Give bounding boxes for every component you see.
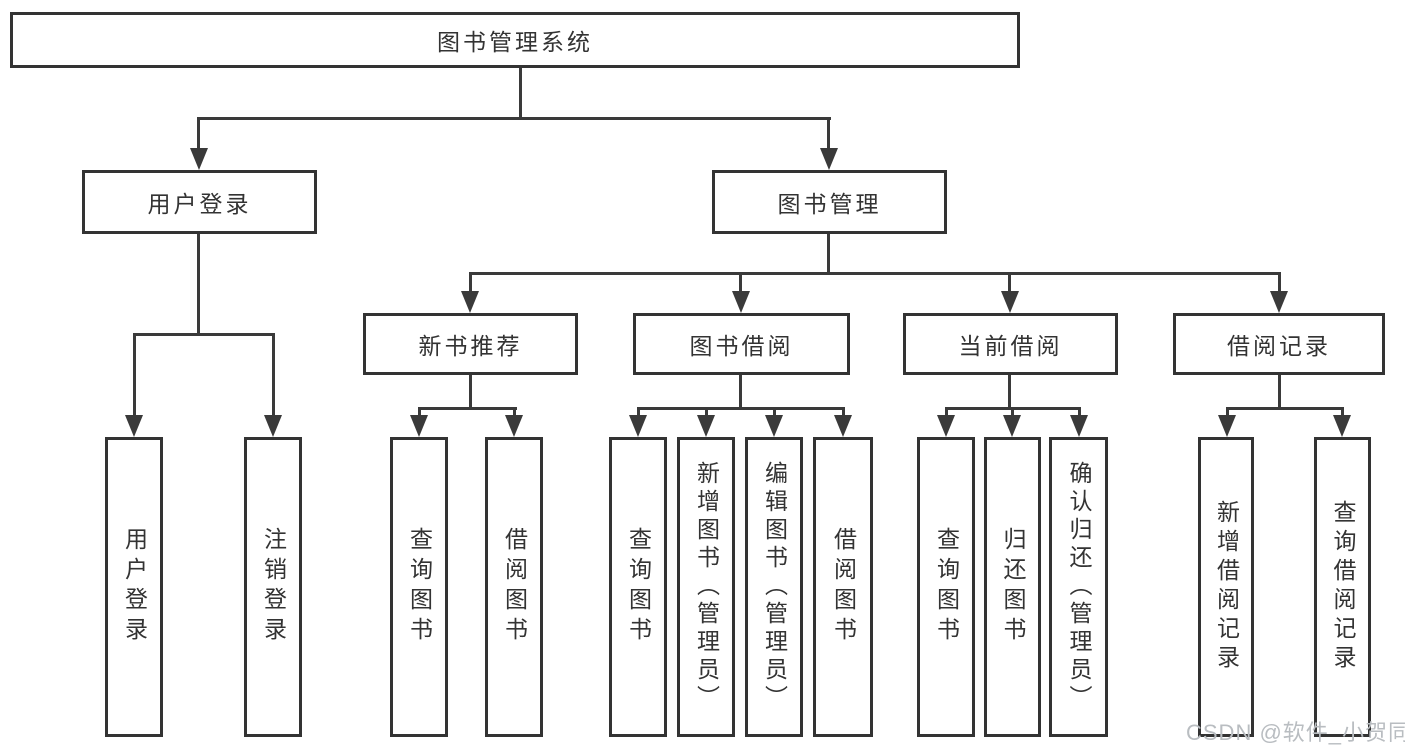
node-label: 查询图书: [406, 527, 433, 647]
arrow-down-icon: [461, 291, 479, 313]
leaf-borrow-books-recommend: 借阅图书: [485, 437, 543, 737]
arrow-down-icon: [190, 148, 208, 170]
connector-line: [1008, 272, 1011, 294]
connector-line: [469, 272, 472, 294]
node-label: 图书管理系统: [437, 29, 593, 55]
leaf-user-login: 用户登录: [105, 437, 163, 737]
node-label: 借阅图书: [830, 527, 857, 647]
node-borrowing-records: 借阅记录: [1173, 313, 1385, 375]
node-current-borrowing: 当前借阅: [903, 313, 1118, 375]
connector-line: [197, 234, 200, 336]
connector-line: [469, 375, 472, 410]
node-book-management: 图书管理: [712, 170, 947, 234]
arrow-down-icon: [1218, 415, 1236, 437]
arrow-down-icon: [125, 415, 143, 437]
leaf-query-books-recommend: 查询图书: [390, 437, 448, 737]
leaf-logout: 注销登录: [244, 437, 302, 737]
connector-line: [1008, 375, 1011, 410]
node-label: 归还图书: [1000, 527, 1026, 647]
connector-line: [418, 407, 517, 410]
leaf-borrow-books-borrowing: 借阅图书: [813, 437, 873, 737]
connector-line: [1226, 407, 1229, 421]
connector-line: [945, 407, 948, 421]
connector-line: [1341, 407, 1344, 421]
node-label: 借阅图书: [501, 527, 528, 647]
node-new-book-recommendation: 新书推荐: [363, 313, 578, 375]
connector-line: [827, 117, 830, 155]
arrow-down-icon: [505, 415, 523, 437]
node-label: 查询图书: [933, 527, 960, 647]
arrow-down-icon: [1333, 415, 1351, 437]
node-library-management-system: 图书管理系统: [10, 12, 1020, 68]
arrow-down-icon: [1003, 415, 1021, 437]
connector-line: [513, 407, 516, 421]
connector-line: [739, 375, 742, 410]
connector-line: [637, 407, 845, 410]
connector-line: [197, 117, 200, 155]
node-label: 当前借阅: [958, 333, 1063, 359]
leaf-add-borrow-record: 新增借阅记录: [1198, 437, 1254, 737]
node-label: 编辑图书（管理员）: [761, 461, 788, 713]
leaf-query-books-borrowing: 查询图书: [609, 437, 667, 737]
connector-line: [469, 272, 1281, 275]
connector-line: [827, 234, 830, 275]
arrow-down-icon: [732, 291, 750, 313]
arrow-down-icon: [264, 415, 282, 437]
connector-line: [842, 407, 845, 421]
node-label: 图书借阅: [689, 333, 794, 359]
connector-line: [272, 333, 275, 419]
connector-line: [133, 333, 136, 419]
arrow-down-icon: [834, 415, 852, 437]
csdn-watermark: CSDN @软件_小贺同学: [1186, 720, 1405, 745]
connector-line: [1278, 375, 1281, 410]
arrow-down-icon: [1070, 415, 1088, 437]
node-label: 新增图书（管理员）: [693, 461, 720, 713]
connector-line: [133, 333, 275, 336]
arrow-down-icon: [820, 148, 838, 170]
connector-line: [705, 407, 708, 421]
arrow-down-icon: [697, 415, 715, 437]
connector-line: [1278, 272, 1281, 294]
node-label: 用户登录: [147, 191, 252, 217]
leaf-add-books-admin: 新增图书（管理员）: [677, 437, 735, 737]
leaf-edit-books-admin: 编辑图书（管理员）: [745, 437, 803, 737]
leaf-return-books: 归还图书: [984, 437, 1041, 737]
leaf-query-borrow-record: 查询借阅记录: [1314, 437, 1371, 737]
node-label: 确认归还（管理员）: [1066, 461, 1092, 713]
connector-line: [197, 117, 831, 120]
node-label: 用户登录: [121, 527, 148, 647]
arrow-down-icon: [1270, 291, 1288, 313]
node-label: 注销登录: [260, 527, 287, 647]
arrow-down-icon: [937, 415, 955, 437]
arrow-down-icon: [1001, 291, 1019, 313]
connector-line: [773, 407, 776, 421]
node-label: 新书推荐: [418, 333, 523, 359]
leaf-query-books-current: 查询图书: [917, 437, 975, 737]
node-label: 查询借阅记录: [1330, 500, 1356, 674]
arrow-down-icon: [765, 415, 783, 437]
connector-line: [739, 272, 742, 294]
connector-line: [1011, 407, 1014, 421]
arrow-down-icon: [629, 415, 647, 437]
node-label: 图书管理: [777, 191, 882, 217]
node-label: 借阅记录: [1227, 333, 1331, 359]
connector-line: [637, 407, 640, 421]
node-book-borrowing: 图书借阅: [633, 313, 850, 375]
arrow-down-icon: [410, 415, 428, 437]
connector-line: [1078, 407, 1081, 421]
node-label: 新增借阅记录: [1213, 500, 1240, 674]
node-label: 查询图书: [625, 527, 652, 647]
connector-line: [519, 68, 522, 120]
connector-line: [418, 407, 421, 421]
node-user-login: 用户登录: [82, 170, 317, 234]
connector-line: [1226, 407, 1344, 410]
leaf-confirm-return-admin: 确认归还（管理员）: [1049, 437, 1108, 737]
